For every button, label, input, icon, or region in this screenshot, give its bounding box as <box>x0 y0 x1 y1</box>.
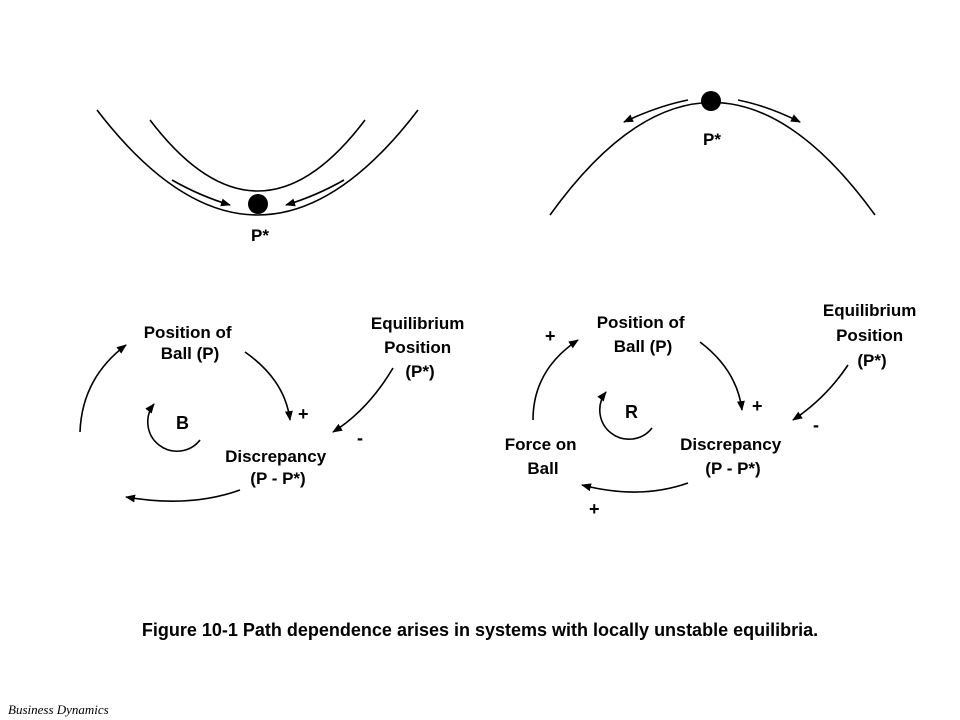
right-loop-label: R <box>625 402 638 422</box>
left-loop-label: B <box>176 413 189 433</box>
left-arrow-discrepancy-to-outflow <box>125 489 241 503</box>
valley-curve-outer <box>96 109 419 216</box>
reinforcing-loop-diagram: Position of Ball (P) Equilibrium Positio… <box>505 301 921 519</box>
balancing-loop-diagram: Position of Ball (P) Equilibrium Positio… <box>79 314 469 503</box>
hill-arrow-right <box>737 99 801 123</box>
ball-stable <box>248 194 268 214</box>
unstable-hill: P* <box>549 91 876 216</box>
right-arrow-equilibrium-to-discrepancy <box>792 364 849 421</box>
right-arrow-position-to-discrepancy <box>699 341 745 411</box>
right-polarity-eq-disc: - <box>813 415 819 435</box>
right-polarity-force-pos: + <box>545 326 556 346</box>
right-loop-arc <box>597 391 653 441</box>
unstable-eq-label: P* <box>703 130 721 149</box>
right-equilibrium-node: Equilibrium Position (P*) <box>823 301 921 370</box>
figure-caption: Figure 10-1 Path dependence arises in sy… <box>141 620 819 640</box>
ball-unstable <box>701 91 721 111</box>
left-position-node: Position of Ball (P) <box>144 323 237 363</box>
left-discrepancy-node: Discrepancy (P - P*) <box>225 447 331 488</box>
right-discrepancy-node: Discrepancy (P - P*) <box>680 435 786 478</box>
hill-arrow-left <box>623 99 689 123</box>
footer-book-title: Business Dynamics <box>8 702 109 717</box>
right-polarity-pos-disc: + <box>752 396 763 416</box>
left-arrow-position-to-discrepancy <box>244 351 293 421</box>
left-polarity-eq-disc: - <box>357 428 363 448</box>
left-polarity-pos-disc: + <box>298 404 309 424</box>
valley-curve-inner <box>149 119 366 192</box>
left-equilibrium-node: Equilibrium Position (P*) <box>371 314 469 381</box>
right-arrow-force-to-position <box>532 339 579 421</box>
hill-curve <box>549 101 876 216</box>
right-polarity-disc-force: + <box>589 499 600 519</box>
left-loop-arc <box>145 403 201 453</box>
right-force-node: Force on Ball <box>505 435 582 478</box>
left-arrow-inflow-to-position <box>79 344 127 433</box>
right-position-node: Position of Ball (P) <box>597 313 690 356</box>
valley-arrow-right <box>285 179 345 207</box>
stable-valley: P* <box>96 109 419 245</box>
right-arrow-discrepancy-to-force <box>581 482 689 493</box>
stable-eq-label: P* <box>251 226 269 245</box>
valley-arrow-left <box>171 179 231 207</box>
left-arrow-equilibrium-to-discrepancy <box>332 367 394 433</box>
